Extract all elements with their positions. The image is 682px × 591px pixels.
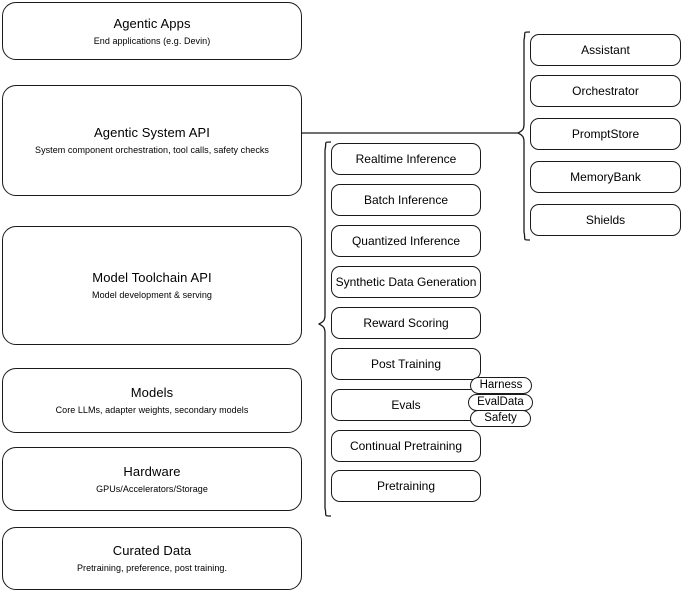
toolchain-component-quantized-inference[interactable]: Quantized Inference	[331, 225, 481, 257]
toolchain-component-label: Quantized Inference	[351, 234, 461, 248]
toolchain-component-pretraining[interactable]: Pretraining	[331, 470, 481, 502]
stack-layer-title: Hardware	[123, 463, 181, 479]
toolchain-component-batch-inference[interactable]: Batch Inference	[331, 184, 481, 216]
evals-subcomponent-harness[interactable]: Harness	[470, 377, 532, 394]
agentic-system-component-label: PromptStore	[571, 127, 640, 141]
evals-subcomponent-label: Safety	[484, 412, 517, 424]
brace-agentic-system-components	[516, 31, 531, 241]
agentic-system-component-memorybank[interactable]: MemoryBank	[530, 161, 681, 193]
toolchain-component-reward-scoring[interactable]: Reward Scoring	[331, 307, 481, 339]
stack-layer-subtitle: Model development & serving	[92, 290, 212, 300]
stack-layer-title: Models	[130, 385, 174, 400]
stack-layer-curated-data[interactable]: Curated Data Pretraining, preference, po…	[2, 527, 302, 590]
agentic-system-component-assistant[interactable]: Assistant	[530, 34, 681, 66]
stack-layer-model-toolchain-api[interactable]: Model Toolchain API Model development & …	[2, 226, 302, 345]
agentic-system-component-shields[interactable]: Shields	[530, 204, 681, 236]
toolchain-component-label: Pretraining	[376, 479, 436, 493]
evals-subcomponent-label: Harness	[479, 379, 523, 391]
stack-layer-agentic-system-api[interactable]: Agentic System API System component orch…	[2, 85, 302, 196]
stack-layer-subtitle: System component orchestration, tool cal…	[35, 145, 269, 155]
toolchain-component-label: Reward Scoring	[363, 316, 449, 330]
agentic-system-component-promptstore[interactable]: PromptStore	[530, 118, 681, 150]
toolchain-component-label: Synthetic Data Generation	[335, 275, 477, 289]
toolchain-component-label: Batch Inference	[363, 193, 449, 207]
stack-layer-models[interactable]: Models Core LLMs, adapter weights, secon…	[2, 368, 302, 433]
agentic-system-component-label: MemoryBank	[570, 170, 641, 184]
toolchain-component-label: Continual Pretraining	[349, 439, 463, 453]
toolchain-component-continual-pretraining[interactable]: Continual Pretraining	[331, 430, 481, 462]
toolchain-component-label: Realtime Inference	[355, 152, 457, 166]
evals-subcomponent-safety[interactable]: Safety	[470, 410, 531, 427]
evals-subcomponent-label: EvalData	[477, 396, 524, 408]
stack-layer-subtitle: GPUs/Accelerators/Storage	[96, 483, 208, 494]
stack-layer-title: Agentic System API	[94, 125, 210, 140]
agentic-system-component-label: Assistant	[581, 43, 630, 57]
toolchain-component-realtime-inference[interactable]: Realtime Inference	[331, 143, 481, 175]
stack-layer-subtitle: End applications (e.g. Devin)	[93, 35, 211, 46]
brace-toolchain-components	[317, 141, 332, 517]
toolchain-component-synthetic-data-generation[interactable]: Synthetic Data Generation	[331, 266, 481, 298]
agentic-system-component-orchestrator[interactable]: Orchestrator	[530, 75, 681, 107]
toolchain-component-evals[interactable]: Evals	[331, 389, 481, 421]
stack-layer-hardware[interactable]: Hardware GPUs/Accelerators/Storage	[2, 447, 302, 511]
stack-layer-title: Agentic Apps	[113, 15, 191, 31]
stack-layer-subtitle: Core LLMs, adapter weights, secondary mo…	[55, 405, 249, 415]
stack-layer-title: Curated Data	[112, 543, 192, 558]
stack-layer-title: Model Toolchain API	[92, 270, 212, 285]
toolchain-component-label: Evals	[391, 398, 421, 412]
stack-layer-agentic-apps[interactable]: Agentic Apps End applications (e.g. Devi…	[2, 2, 302, 60]
evals-subcomponent-evaldata[interactable]: EvalData	[468, 394, 533, 411]
agentic-system-component-label: Orchestrator	[572, 84, 639, 98]
toolchain-component-post-training[interactable]: Post Training	[331, 348, 481, 380]
toolchain-component-label: Post Training	[370, 357, 442, 371]
stack-layer-subtitle: Pretraining, preference, post training.	[76, 563, 228, 573]
agentic-system-component-label: Shields	[585, 213, 626, 227]
